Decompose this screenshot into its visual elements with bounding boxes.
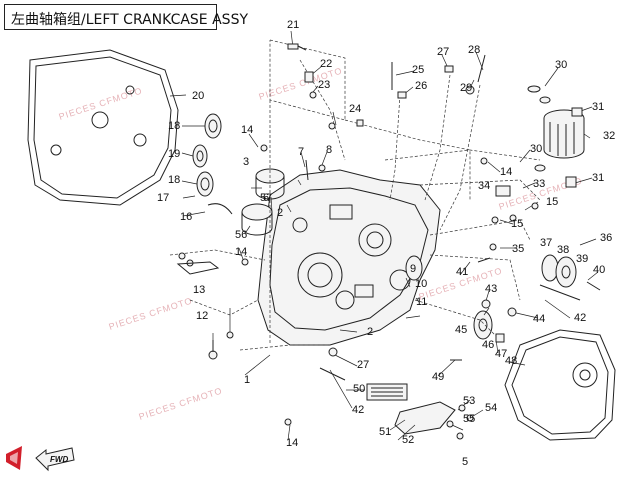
watermark-text: PIECES CFMOTO	[108, 295, 194, 332]
left-gasket-drawing	[27, 49, 179, 206]
callout-18: 18	[168, 120, 180, 132]
callout-2: 2	[367, 326, 373, 338]
callout-46: 46	[482, 339, 494, 351]
callout-30: 30	[555, 59, 567, 71]
callout-26: 26	[415, 80, 427, 92]
title-box: 左曲轴箱组/LEFT CRANKCASE ASSY	[4, 4, 248, 30]
callout-20: 20	[192, 90, 204, 102]
callout-50: 50	[353, 383, 365, 395]
callout-53: 53	[463, 395, 475, 407]
callout-14: 14	[286, 437, 298, 449]
strainer-drawing	[366, 383, 456, 435]
callout-52: 52	[402, 434, 414, 446]
callout-14: 14	[241, 124, 253, 136]
callout-31: 31	[592, 172, 604, 184]
callout-55: 55	[463, 413, 475, 425]
callout-15: 15	[546, 196, 558, 208]
callout-11: 11	[416, 296, 427, 308]
callout-57: 57	[260, 192, 272, 204]
callout-18: 18	[168, 174, 180, 186]
callout-47: 47	[495, 348, 507, 360]
callout-54: 54	[485, 402, 497, 414]
callout-49: 49	[432, 371, 444, 383]
callout-56: 56	[235, 229, 247, 241]
callout-10: 10	[415, 278, 427, 290]
callout-19: 19	[168, 148, 180, 160]
oil-filter-drawing	[543, 109, 585, 159]
callout-51: 51	[379, 426, 391, 438]
right-gasket-drawing	[504, 329, 616, 441]
callout-21: 21	[287, 19, 299, 31]
watermark-text: PIECES CFMOTO	[58, 85, 144, 122]
callout-41: 41	[456, 266, 468, 278]
fwd-arrow-icon	[35, 447, 75, 472]
callout-31: 31	[592, 101, 604, 113]
callout-9: 9	[410, 263, 416, 275]
callout-8: 8	[326, 144, 332, 156]
callout-40: 40	[593, 264, 605, 276]
bearings-drawing	[192, 113, 233, 215]
callout-36: 36	[600, 232, 612, 244]
watermark-text: PIECES CFMOTO	[258, 65, 344, 102]
fwd-indicator: FWD	[35, 447, 75, 472]
callout-5: 5	[462, 456, 468, 468]
callout-14: 14	[235, 246, 247, 258]
cfmoto-logo-icon	[6, 446, 22, 470]
callout-42: 42	[352, 404, 364, 416]
callout-25: 25	[412, 64, 424, 76]
callout-22: 22	[320, 58, 332, 70]
diagram-title: 左曲轴箱组/LEFT CRANKCASE ASSY	[11, 12, 249, 28]
callout-3: 3	[243, 156, 249, 168]
callout-17: 17	[157, 192, 169, 204]
callout-30: 30	[530, 143, 542, 155]
callout-24: 24	[349, 103, 361, 115]
callout-16: 16	[180, 211, 192, 223]
callout-28: 28	[468, 44, 480, 56]
callout-33: 33	[533, 178, 545, 190]
fwd-label: FWD	[50, 455, 68, 464]
callout-34: 34	[478, 180, 490, 192]
callout-43: 43	[485, 283, 497, 295]
callout-32: 32	[603, 130, 615, 142]
callout-35: 35	[512, 243, 524, 255]
small-parts	[176, 43, 601, 440]
crankcase-drawing	[257, 169, 441, 346]
callout-27: 27	[437, 46, 449, 58]
callout-14: 14	[500, 166, 512, 178]
callout-27: 27	[357, 359, 369, 371]
callout-12: 12	[196, 310, 208, 322]
callout-2: 2	[277, 207, 283, 219]
callout-13: 13	[193, 284, 205, 296]
callout-29: 29	[460, 82, 472, 94]
callout-23: 23	[318, 79, 330, 91]
callout-44: 44	[533, 313, 545, 325]
callout-37: 37	[540, 237, 552, 249]
callout-7: 7	[298, 146, 304, 158]
callout-15: 15	[511, 218, 523, 230]
watermark-text: PIECES CFMOTO	[138, 385, 224, 422]
gears-drawing	[405, 254, 577, 340]
callout-42: 42	[574, 312, 586, 324]
callout-1: 1	[244, 374, 250, 386]
callout-48: 48	[505, 355, 517, 367]
callout-6: 6	[263, 192, 269, 204]
callout-38: 38	[557, 244, 569, 256]
callout-45: 45	[455, 324, 467, 336]
callout-39: 39	[576, 253, 588, 265]
